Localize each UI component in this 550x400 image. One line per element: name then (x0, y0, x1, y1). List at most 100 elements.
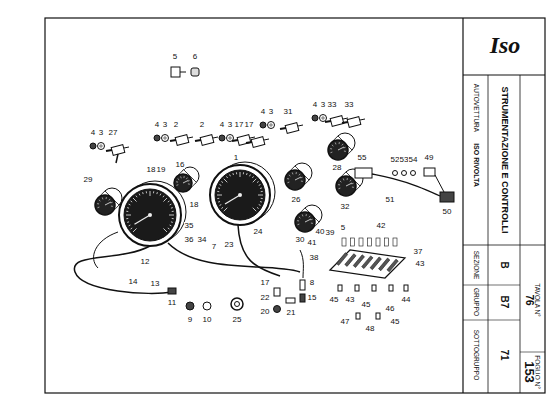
speedometer-cable (168, 243, 300, 272)
brand-logo: Iso (489, 33, 521, 57)
ring (393, 171, 398, 176)
callout-number: 11 (167, 299, 176, 307)
callout-number: 42 (376, 222, 386, 230)
dial-tick (352, 187, 354, 188)
dial-tick (218, 187, 220, 189)
speedometer-cable (74, 246, 172, 293)
dial-tick (338, 188, 340, 190)
dial-tick (236, 172, 237, 174)
dial-tick (183, 176, 184, 178)
callout-number: 4 (260, 108, 265, 116)
fuse (342, 238, 346, 246)
callout-number: 3 (162, 121, 167, 129)
dial-tick (249, 175, 251, 177)
callout-number: 4 (219, 121, 224, 129)
cable-fitting (286, 298, 295, 303)
small-gauge (285, 163, 312, 190)
gauge-bezel (210, 165, 270, 225)
hex-nut (154, 135, 160, 141)
title-block-text: SEZIONE (473, 250, 480, 280)
switch-terminal (250, 137, 255, 138)
switch-terminal (298, 125, 303, 126)
hex-nut (260, 122, 266, 128)
washer (203, 302, 211, 310)
dial-tick (111, 206, 113, 207)
callout-number: 38 (309, 254, 319, 262)
gauge-needle (183, 180, 188, 183)
dial-tick (243, 172, 244, 174)
dial-tick (338, 184, 340, 185)
dial-tick (342, 144, 343, 146)
callout-number: 22 (260, 294, 270, 302)
switch-terminal (343, 118, 348, 119)
callout-number: 2 (199, 121, 204, 129)
gauge-face (95, 195, 115, 215)
washer-hole (270, 124, 272, 126)
switch-terminal (188, 137, 193, 138)
callout-number: 46 (385, 305, 395, 313)
callout-number: 27 (108, 129, 118, 137)
cable (94, 232, 118, 268)
callout-number: 28 (332, 164, 342, 172)
dial-tick (252, 176, 253, 178)
toggle-switch (347, 117, 361, 128)
title-block-text: SOTTOGRUPPO (473, 329, 480, 380)
dial-tick (253, 208, 257, 212)
title-block-rule (463, 320, 520, 321)
dial-tick (126, 218, 128, 219)
callout-number: 55 (357, 154, 367, 162)
fuse (351, 238, 355, 246)
gauge-dial (215, 170, 265, 220)
washer-hole (100, 145, 102, 147)
dial-tick (163, 196, 164, 198)
switch-shaft (280, 128, 286, 129)
toggle-switch (175, 135, 189, 146)
dial-tick (99, 200, 101, 201)
callout-number: 4 (312, 101, 317, 109)
fuse (385, 238, 389, 246)
title-block-rule (520, 75, 521, 393)
callout-number: 3 (320, 101, 325, 109)
dial-tick (178, 179, 180, 180)
dial-tick (163, 198, 167, 202)
title-block-text: B7 (499, 295, 509, 309)
title-block-text: 71 (499, 349, 509, 361)
title-block-rule (520, 352, 545, 353)
dial-tick (133, 198, 137, 202)
dial-tick (172, 218, 174, 219)
grommet-hole (235, 302, 240, 307)
gauge-needle (305, 219, 311, 222)
dial-tick (220, 204, 222, 206)
callout-number: 19 (156, 166, 166, 174)
gauge-dial (124, 189, 176, 241)
callout-number: 17 (234, 121, 244, 129)
callout-number: 44 (401, 296, 411, 304)
dial-tick (142, 192, 144, 194)
dial-tick (186, 178, 187, 180)
dial-tick (170, 224, 172, 226)
callout-number: 36 (184, 236, 194, 244)
switch-shaft (232, 140, 238, 141)
small-gauge (328, 133, 355, 160)
gauge-face (174, 174, 192, 192)
dial-tick (261, 191, 263, 192)
toggle-switch (330, 116, 344, 127)
fuse-clip (387, 259, 398, 272)
dial-tick (343, 178, 345, 180)
callout-number: 2 (173, 121, 178, 129)
dial-tick (168, 201, 170, 202)
cable-fitting (274, 288, 280, 296)
needle-hub (238, 193, 242, 197)
toggle-switch (251, 137, 265, 148)
dial-tick (309, 216, 310, 218)
dial-tick (297, 220, 299, 221)
washer (98, 143, 105, 150)
bulb-socket (424, 168, 435, 176)
dial-tick (188, 183, 190, 184)
dial-tick (224, 208, 228, 212)
fuse (359, 238, 363, 246)
terminal (338, 285, 342, 291)
dial-tick (299, 217, 301, 218)
fuse-box (330, 250, 405, 278)
gauge-face (328, 140, 348, 160)
